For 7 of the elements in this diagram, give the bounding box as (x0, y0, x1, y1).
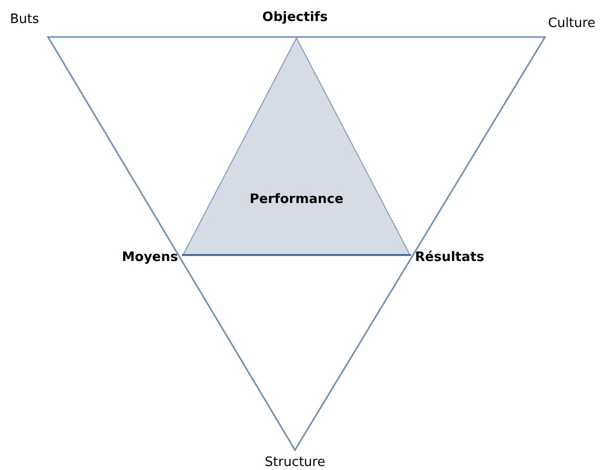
triangle-label: Performance (250, 192, 344, 207)
vertex-label: Résultats (415, 250, 484, 266)
vertex-label: Moyens (122, 250, 178, 266)
vertex-label: Culture (548, 16, 596, 32)
vertex-label: Objectifs (262, 10, 328, 26)
vertex-label: Buts (10, 12, 40, 28)
vertex-label: Structure (264, 455, 326, 470)
